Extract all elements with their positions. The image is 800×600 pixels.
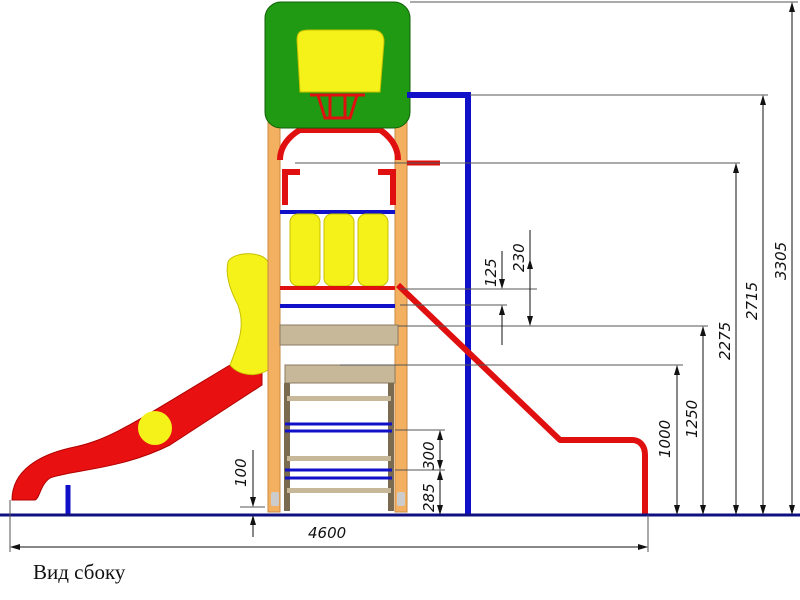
yellow-panel <box>357 213 389 287</box>
ladder-stringer <box>284 383 290 511</box>
dimension-arrows <box>10 2 795 550</box>
dim-label-100: 100 <box>232 458 250 487</box>
dim-label-300: 300 <box>420 441 438 470</box>
red-side-frame <box>282 169 396 205</box>
dim-label-4600: 4600 <box>308 524 346 542</box>
dim-label-1250: 1250 <box>683 400 701 438</box>
basketball-hoop <box>310 93 365 120</box>
dim-label-230: 230 <box>510 243 528 272</box>
tower <box>264 1 440 513</box>
tube-slide <box>11 253 269 515</box>
yellow-panel <box>323 213 355 287</box>
blue-pole <box>407 92 471 515</box>
ladder-rung <box>287 488 391 493</box>
dim-label-125: 125 <box>482 258 500 287</box>
dim-label-1000: 1000 <box>656 420 674 458</box>
slide-chute <box>11 354 263 501</box>
post-foot <box>271 492 279 506</box>
ladder-stringer <box>388 383 394 511</box>
yellow-panel <box>289 213 321 287</box>
upper-platform <box>279 324 399 346</box>
dim-label-3305: 3305 <box>772 242 790 280</box>
slide-entry-hood <box>226 253 269 376</box>
post-foot <box>397 492 405 506</box>
left-post <box>267 109 281 513</box>
right-post <box>394 109 408 513</box>
ladder-rung <box>287 456 391 461</box>
dim-label-2275: 2275 <box>716 322 734 360</box>
slide-handrail <box>395 282 648 515</box>
ladder-rung <box>287 396 391 401</box>
dim-label-2715: 2715 <box>743 282 761 320</box>
red-arch-frame <box>277 127 401 161</box>
basketball-backboard <box>296 29 385 93</box>
slide-yellow-disc <box>138 411 172 445</box>
lower-platform <box>284 364 396 384</box>
dim-label-285: 285 <box>420 483 438 512</box>
extension-lines <box>9 1 798 552</box>
view-caption: Вид сбоку <box>33 560 126 584</box>
